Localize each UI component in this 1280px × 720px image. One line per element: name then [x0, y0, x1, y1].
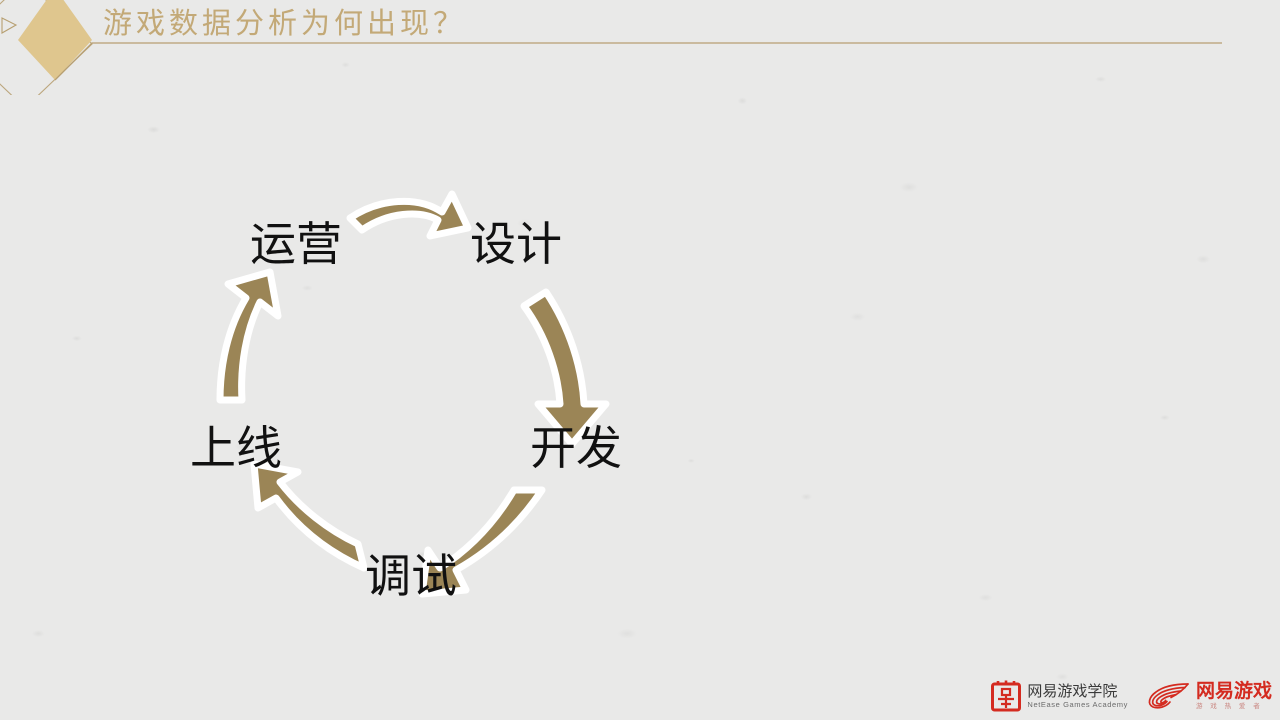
footer-logos: 网易游戏学院 NetEase Games Academy 网易游戏 游 戏 热 …: [991, 680, 1272, 712]
outer-diamond-outline-icon: [0, 0, 93, 95]
diamond-icon: [18, 0, 92, 80]
arrow-curved-down-left-icon: [418, 486, 546, 598]
logo-netease-games-academy: 网易游戏学院 NetEase Games Academy: [991, 680, 1128, 712]
logo-academy-en: NetEase Games Academy: [1027, 699, 1128, 709]
arrow-curved-up-left-icon: [250, 460, 368, 572]
header-diagonal-rule: [54, 42, 1222, 81]
cycle-node-kaifa: 开发: [530, 422, 622, 474]
cycle-node-shangxian: 上线: [190, 422, 282, 474]
cycle-diagram: 运营 设计 开发 调试 上线: [150, 150, 670, 630]
netease-seal-logo-icon: [991, 680, 1022, 712]
logo-games-en: 游 戏 热 爱 者: [1195, 702, 1263, 710]
netease-flame-logo-icon: [1148, 683, 1189, 709]
arrow-curved-right-icon: [346, 190, 472, 240]
cycle-node-tiaoshi: 调试: [365, 550, 457, 602]
cycle-arrows-group: [216, 190, 610, 598]
left-triangle-outline-icon: [1, 17, 18, 34]
logo-academy-cn: 网易游戏学院: [1027, 682, 1118, 700]
cycle-node-sheji: 设计: [470, 218, 562, 270]
arrow-curved-down-icon: [520, 288, 610, 448]
cycle-node-yunying: 运营: [250, 218, 342, 270]
arrow-curved-up-icon: [216, 268, 282, 404]
logo-netease-games: 网易游戏 游 戏 热 爱 者: [1144, 681, 1272, 711]
page-title: 游戏数据分析为何出现？: [103, 8, 467, 40]
logo-games-cn: 网易游戏: [1195, 680, 1272, 702]
